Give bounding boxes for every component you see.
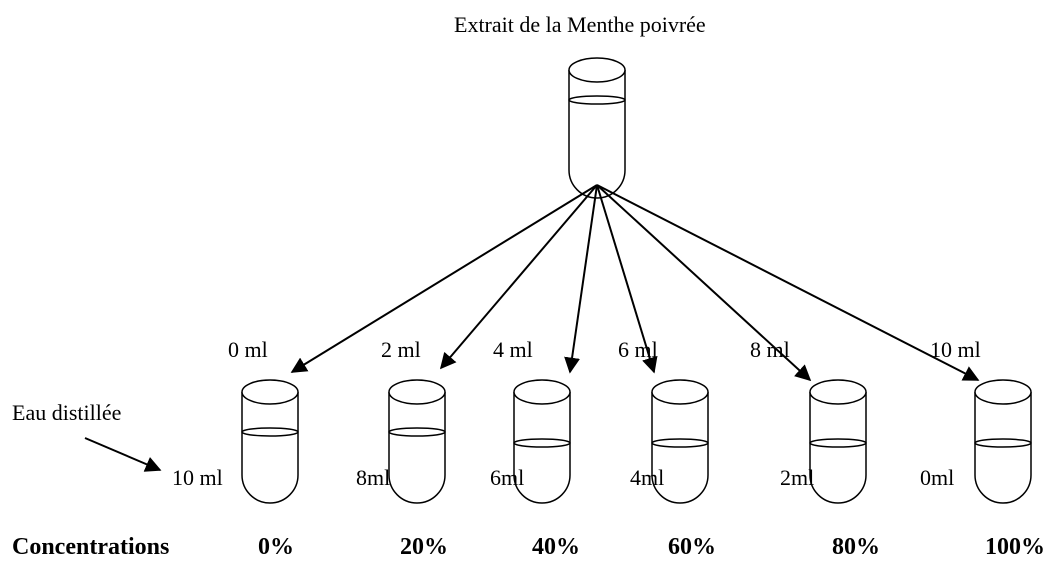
- concentrations-label: Concentrations: [12, 534, 169, 560]
- tube-opening: [651, 379, 709, 405]
- dilution-tube-6: 10 ml 0ml 100%: [596, 184, 1045, 560]
- water-arrow: [84, 437, 162, 472]
- water-volume-label: 10 ml: [172, 465, 223, 490]
- tube-opening: [809, 379, 867, 405]
- extract-volume-label: 8 ml: [750, 337, 790, 362]
- liquid-level: [388, 427, 446, 437]
- dilution-tube-2: 2 ml 8ml 20%: [356, 184, 598, 560]
- tube-opening: [388, 379, 446, 405]
- liquid-level: [809, 438, 867, 448]
- tubes-layer: 0 ml 10 ml 0% 2 ml 8ml 20% 4 ml 6ml 40% 6 ml 4ml 60…: [172, 184, 1045, 560]
- liquid-level: [513, 438, 571, 448]
- source-tube: [568, 57, 626, 199]
- tube-opening: [974, 379, 1032, 405]
- concentration-label: 40%: [532, 534, 580, 560]
- tube-opening: [241, 379, 299, 405]
- water-volume-label: 2ml: [780, 465, 814, 490]
- concentration-label: 0%: [258, 534, 294, 560]
- extract-arrow: [290, 184, 598, 373]
- diagram-title: Extrait de la Menthe poivrée: [454, 12, 706, 37]
- water-volume-label: 0ml: [920, 465, 954, 490]
- concentration-label: 60%: [668, 534, 716, 560]
- water-volume-label: 8ml: [356, 465, 390, 490]
- tube-body: [388, 392, 446, 504]
- dilution-tube-1: 0 ml 10 ml 0%: [172, 184, 598, 560]
- water-volume-label: 6ml: [490, 465, 524, 490]
- concentration-label: 20%: [400, 534, 448, 560]
- extract-arrow: [564, 184, 598, 374]
- tube-body: [241, 392, 299, 504]
- dilution-tube-4: 6 ml 4ml 60%: [596, 184, 716, 560]
- water-volume-label: 4ml: [630, 465, 664, 490]
- concentration-label: 80%: [832, 534, 880, 560]
- dilution-tube-5: 8 ml 2ml 80%: [596, 184, 880, 560]
- extract-arrow: [596, 184, 658, 374]
- tube-opening: [513, 379, 571, 405]
- liquid-level: [651, 438, 709, 448]
- extract-volume-label: 4 ml: [493, 337, 533, 362]
- liquid-level: [241, 427, 299, 437]
- concentration-label: 100%: [985, 534, 1045, 560]
- liquid-level: [974, 438, 1032, 448]
- extract-arrow: [439, 184, 598, 370]
- dilution-tube-3: 4 ml 6ml 40%: [490, 184, 598, 560]
- extract-arrow: [596, 184, 980, 381]
- extract-volume-label: 2 ml: [381, 337, 421, 362]
- extract-volume-label: 6 ml: [618, 337, 658, 362]
- extract-volume-label: 0 ml: [228, 337, 268, 362]
- extract-arrow: [596, 184, 812, 382]
- water-label: Eau distillée: [12, 400, 121, 425]
- extract-volume-label: 10 ml: [930, 337, 981, 362]
